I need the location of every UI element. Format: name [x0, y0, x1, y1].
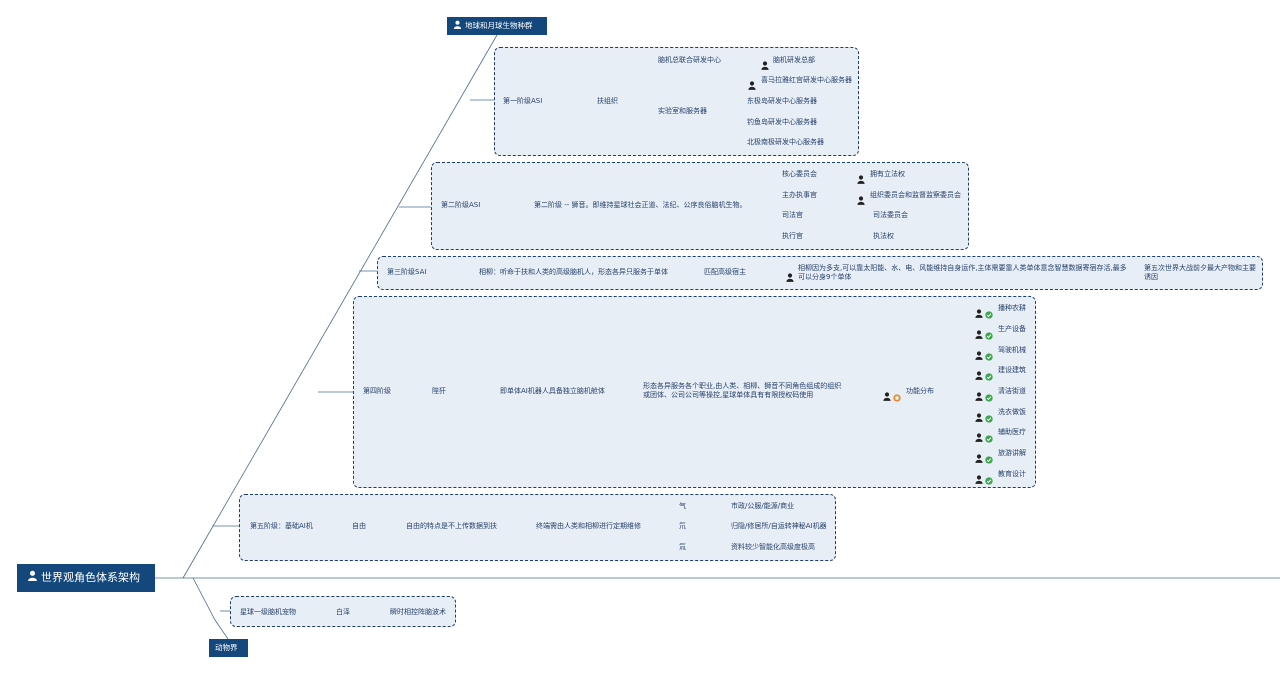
person-icon	[975, 386, 983, 405]
category-node-animal[interactable]: 动物界	[209, 639, 248, 657]
asi2-role-label[interactable]: 主办执事官	[782, 191, 817, 199]
level4-desc2-label[interactable]: 形态各异服务各个职业,由人类、相柳、狮音不同角色组成的组织或团体、公司公司等操控…	[643, 382, 842, 399]
level4-function-label[interactable]: 辅助医疗	[998, 428, 1026, 436]
level5-desc-label[interactable]: 自由的特点是不上传数据到扶	[406, 522, 497, 530]
asi1-server-label[interactable]: 东极岛研发中心服务器	[747, 97, 817, 105]
level4-level-label[interactable]: 第四阶级	[363, 387, 391, 395]
asi1-hq-label[interactable]: 脑机研发总部	[773, 56, 815, 64]
level4-func-label[interactable]: 功能分布	[906, 387, 934, 395]
person-icon	[761, 55, 769, 74]
person-icon	[857, 190, 865, 209]
asi2-role-label[interactable]: 执行官	[782, 232, 803, 240]
person-icon	[748, 75, 756, 94]
level4-function-label[interactable]: 建设建筑	[998, 366, 1026, 374]
asi1-server-label[interactable]: 钓鱼岛研发中心服务器	[747, 118, 817, 126]
root-node[interactable]: 世界观角色体系架构	[17, 564, 155, 592]
level4-desc1-label[interactable]: 即单体AI机器人具备独立脑机舱体	[500, 387, 605, 395]
check-icon	[985, 449, 993, 468]
check-icon	[985, 325, 993, 344]
level5-item-label[interactable]: 氘	[679, 522, 686, 530]
sai3-origin-label[interactable]: 第五次世界大战前夕最大产物和主要诱因	[1144, 264, 1256, 281]
asi1-center-label[interactable]: 脑机总联合研发中心	[658, 56, 721, 64]
person-icon	[975, 365, 983, 384]
animal-desc-label[interactable]: 瞬时相控阵脑波术	[390, 608, 446, 616]
warning-status-icon	[893, 387, 901, 406]
asi2-role-detail[interactable]: 执法权	[873, 232, 894, 240]
level5-item-detail[interactable]: 市政/公服/能源/商业	[731, 502, 795, 510]
person-icon	[27, 564, 38, 592]
root-title: 世界观角色体系架构	[41, 571, 140, 584]
asi1-server-label[interactable]: 喜马拉雅红宫研发中心服务器	[761, 76, 852, 84]
person-icon	[975, 448, 983, 467]
category-label: 地球和月球生物种群	[465, 21, 533, 30]
connector-line	[192, 577, 229, 640]
check-icon	[985, 346, 993, 365]
group-sai3	[377, 256, 1263, 290]
group-level5	[239, 494, 836, 561]
person-icon	[883, 386, 891, 405]
person-icon	[857, 169, 865, 188]
level5-maint-label[interactable]: 终端需由人类和相柳进行定期维修	[536, 522, 641, 530]
asi2-role-detail[interactable]: 组织委员会和监督监察委员会	[870, 191, 961, 199]
animal-pet-label[interactable]: 星球一级脑机宠物	[240, 608, 296, 616]
level4-function-label[interactable]: 清洁街道	[998, 387, 1026, 395]
person-icon	[975, 345, 983, 364]
check-icon	[985, 470, 993, 489]
asi1-group-label[interactable]: 扶组织	[597, 97, 618, 105]
level5-item-detail[interactable]: 资料较少智能化高级度极高	[731, 543, 815, 551]
asi1-server-label[interactable]: 北极南极研发中心服务器	[747, 138, 824, 146]
asi1-level-label[interactable]: 第一阶级ASI	[503, 97, 543, 105]
connector-line	[182, 34, 498, 579]
asi2-role-label[interactable]: 司法官	[782, 211, 803, 219]
check-icon	[985, 428, 993, 447]
level4-name-label[interactable]: 陛犴	[432, 387, 446, 395]
group-asi1	[494, 47, 859, 156]
person-icon	[975, 469, 983, 488]
category-label: 动物界	[215, 643, 238, 652]
group-asi2	[431, 162, 969, 250]
person-icon	[975, 324, 983, 343]
level4-function-label[interactable]: 生产设备	[998, 325, 1026, 333]
group-level4	[353, 296, 1036, 488]
group-animal	[230, 596, 456, 627]
check-icon	[985, 366, 993, 385]
asi2-level-label[interactable]: 第二阶级ASI	[441, 201, 481, 209]
asi2-role-label[interactable]: 核心委员会	[782, 170, 817, 178]
sai3-level-label[interactable]: 第三阶级SAI	[387, 268, 427, 276]
check-icon	[985, 387, 993, 406]
sai3-detail-label[interactable]: 相柳因为多支,可以靠太阳能、水、电、风能维持自身运作,主体需要靠人类单体意念智慧…	[798, 264, 1127, 281]
level4-function-label[interactable]: 驾驶机械	[998, 346, 1026, 354]
person-icon	[453, 18, 462, 35]
level5-level-label[interactable]: 第五阶级：基础AI机	[250, 522, 313, 530]
person-icon	[786, 267, 794, 286]
asi2-role-detail[interactable]: 司法委员会	[873, 211, 908, 219]
level5-item-label[interactable]: 气	[679, 502, 686, 510]
check-icon	[985, 408, 993, 427]
level5-name-label[interactable]: 自由	[352, 522, 366, 530]
level4-function-label[interactable]: 播种农耕	[998, 304, 1026, 312]
sai3-desc-label[interactable]: 相柳：听命于扶和人类的高级脑机人，形态各异只服务于单体	[479, 268, 668, 276]
person-icon	[975, 427, 983, 446]
asi1-lab-label[interactable]: 实验室和服务器	[658, 107, 707, 115]
asi2-role-detail[interactable]: 拥有立法权	[870, 170, 905, 178]
person-icon	[975, 407, 983, 426]
level4-function-label[interactable]: 洗衣做饭	[998, 408, 1026, 416]
level5-item-label[interactable]: 氚	[679, 543, 686, 551]
asi2-desc-label[interactable]: 第二阶级 -- 狮音。即维持星球社会正道、法纪、公序良俗脑机生物。	[534, 201, 747, 209]
person-icon	[975, 303, 983, 322]
sai3-match-label[interactable]: 匹配高级宿主	[704, 268, 746, 276]
category-node-earth-moon[interactable]: 地球和月球生物种群	[447, 17, 547, 35]
check-icon	[985, 304, 993, 323]
level4-function-label[interactable]: 旅游讲解	[998, 449, 1026, 457]
level4-function-label[interactable]: 教育设计	[998, 470, 1026, 478]
level5-item-detail[interactable]: 归隐/修居所/自运转神秘AI机器	[731, 522, 827, 530]
animal-name-label[interactable]: 白泽	[336, 608, 350, 616]
